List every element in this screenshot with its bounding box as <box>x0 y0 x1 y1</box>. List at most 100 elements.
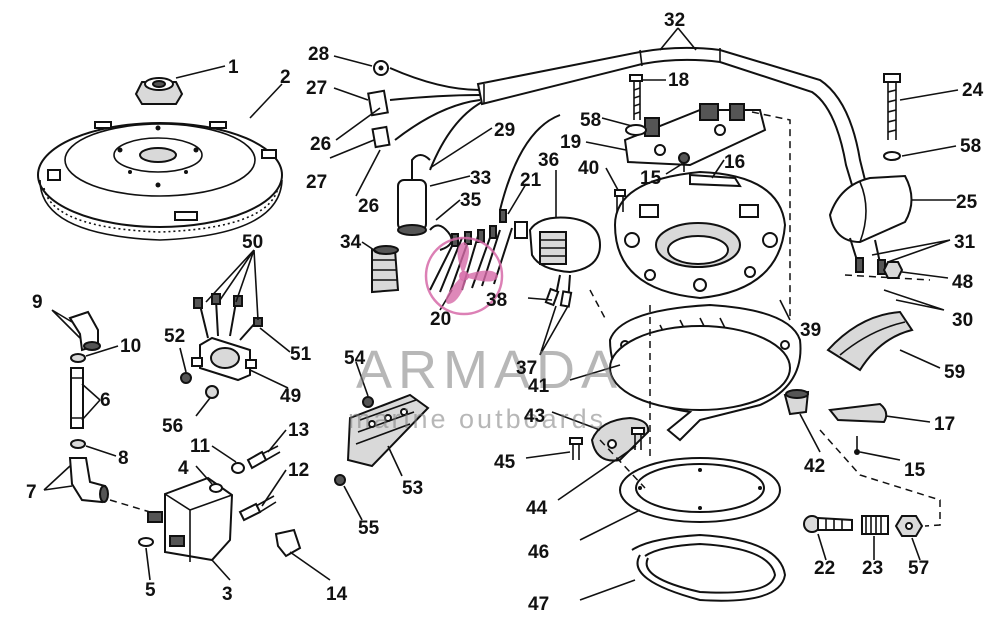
callout-35: 35 <box>460 190 482 211</box>
callout-18: 18 <box>668 70 689 91</box>
timing-link-17 <box>828 402 888 424</box>
callout-50: 50 <box>242 232 263 253</box>
callout-10: 10 <box>120 336 141 357</box>
breaker-points <box>623 103 767 167</box>
cam-follower-16 <box>689 173 742 188</box>
callout-15-lower: 15 <box>904 460 926 481</box>
screw-56 <box>205 385 219 399</box>
washer-5 <box>138 537 154 547</box>
leader-lines <box>43 27 959 601</box>
washer-58-left <box>625 124 647 136</box>
snap-ring-47 <box>631 533 787 602</box>
callout-44: 44 <box>526 498 548 519</box>
screw-13 <box>246 445 281 470</box>
bearing-ring-46 <box>619 457 781 523</box>
washer-4 <box>209 483 223 493</box>
callout-59: 59 <box>944 362 965 383</box>
charge-coil <box>514 216 602 274</box>
callout-34: 34 <box>340 232 362 253</box>
leads-50 <box>193 293 263 341</box>
clamp-10 <box>70 353 86 363</box>
callout-4: 4 <box>178 458 189 479</box>
ring-terminal <box>373 60 389 76</box>
callout-52: 52 <box>164 326 185 347</box>
armada-logo <box>424 236 504 316</box>
callout-26-lower: 26 <box>358 196 379 217</box>
callout-55: 55 <box>358 518 380 539</box>
callout-3: 3 <box>222 584 233 605</box>
shield-59 <box>826 310 914 372</box>
nut-11 <box>231 462 245 474</box>
callout-numbers: 1 2 3 4 5 6 7 8 9 10 11 12 13 14 15 15 1… <box>26 10 984 615</box>
callout-7: 7 <box>26 482 37 503</box>
bolt-22 <box>803 515 853 533</box>
screw-52 <box>180 372 192 384</box>
callout-51: 51 <box>290 344 312 365</box>
callout-58-left: 58 <box>580 110 601 131</box>
connector-27-lower <box>371 125 391 149</box>
callout-48: 48 <box>952 272 973 293</box>
bolt-24 <box>883 73 901 140</box>
callout-31: 31 <box>954 232 976 253</box>
callout-24: 24 <box>962 80 984 101</box>
terminal-connectors <box>429 114 561 293</box>
callout-49: 49 <box>280 386 301 407</box>
bracket-14 <box>274 528 302 558</box>
callout-8: 8 <box>118 448 129 469</box>
ignition-coil <box>828 174 913 244</box>
screw-15-lower <box>854 436 860 455</box>
callout-32: 32 <box>664 10 685 31</box>
callout-58-right: 58 <box>960 136 981 157</box>
armature-plate <box>613 170 787 300</box>
callout-56: 56 <box>162 416 183 437</box>
washer-58-right <box>883 151 901 161</box>
clamp-8 <box>70 439 86 449</box>
callout-43: 43 <box>524 406 545 427</box>
callout-2: 2 <box>280 67 291 88</box>
spark-plug-boot <box>371 245 400 294</box>
screw-40 <box>614 189 626 212</box>
rectifier-3 <box>147 476 234 562</box>
screw-45 <box>569 437 583 460</box>
nut-48 <box>882 261 904 279</box>
callout-40: 40 <box>578 158 599 179</box>
callout-42: 42 <box>804 456 825 477</box>
terminal-strip-53 <box>346 393 430 468</box>
flywheel <box>37 121 283 241</box>
callout-37: 37 <box>516 358 537 379</box>
callout-26-upper: 26 <box>310 134 331 155</box>
callout-20: 20 <box>430 309 451 330</box>
watermark-tagline: marine outboards <box>348 404 606 434</box>
flywheel-nut <box>134 77 184 105</box>
elbow-7 <box>68 457 109 504</box>
callout-14: 14 <box>326 584 348 605</box>
screw-44 <box>631 427 645 450</box>
callout-38: 38 <box>486 290 507 311</box>
callout-45: 45 <box>494 452 516 473</box>
callout-19: 19 <box>560 132 581 153</box>
callout-39: 39 <box>800 320 821 341</box>
callout-5: 5 <box>145 580 156 601</box>
screw-18 <box>629 74 643 120</box>
callout-54: 54 <box>344 348 366 369</box>
coil-leads-31 <box>849 237 886 275</box>
spark-plug-sleeve <box>397 154 431 236</box>
callout-12: 12 <box>288 460 309 481</box>
callout-28: 28 <box>308 44 329 65</box>
callout-53: 53 <box>402 478 423 499</box>
support-ring-41 <box>609 325 791 411</box>
callout-33: 33 <box>470 168 491 189</box>
screw-15-upper <box>678 152 690 172</box>
callout-17: 17 <box>934 414 955 435</box>
callout-47: 47 <box>528 594 549 615</box>
screw-12 <box>238 495 277 522</box>
tube-6 <box>70 367 84 429</box>
wire-clip-35 <box>429 224 453 251</box>
elbow-9 <box>68 310 101 352</box>
callout-27-lower: 27 <box>306 172 327 193</box>
callout-9: 9 <box>32 292 43 313</box>
screw-54 <box>362 396 374 408</box>
callout-27-upper: 27 <box>306 78 327 99</box>
screw-55 <box>334 474 346 486</box>
